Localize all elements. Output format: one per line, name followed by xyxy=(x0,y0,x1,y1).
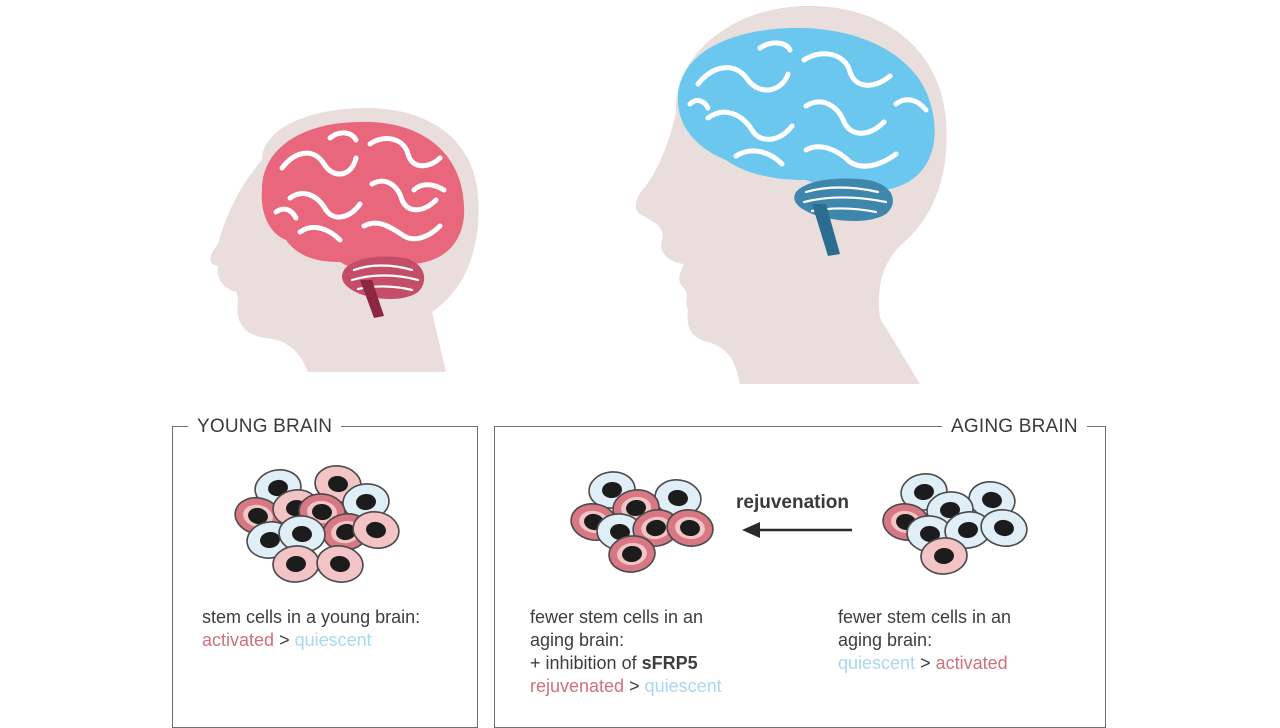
aging-brain xyxy=(677,27,935,256)
treated-caption: fewer stem cells in an aging brain: + in… xyxy=(530,606,722,698)
heads-illustration xyxy=(210,5,947,385)
greater-than: > xyxy=(279,630,290,650)
activated-cell xyxy=(316,545,364,583)
sfrp5-term: sFRP5 xyxy=(641,653,698,673)
term-rejuvenated: rejuvenated xyxy=(530,676,625,696)
untreated-caption-line2: aging brain: xyxy=(838,630,933,650)
aging-stem-cell-cluster xyxy=(882,473,1028,575)
young-stem-cell-cluster xyxy=(234,465,400,583)
inhibition-prefix: + inhibition of xyxy=(530,653,642,673)
activated-cell xyxy=(920,537,968,575)
term-quiescent: quiescent xyxy=(838,653,916,673)
untreated-caption-ratio: quiescent > activated xyxy=(838,652,1011,675)
treated-caption-line2: aging brain: xyxy=(530,630,625,650)
treated-caption-line3: + inhibition of sFRP5 xyxy=(530,652,722,675)
rejuvenated-stem-cell-cluster xyxy=(570,471,714,573)
treated-caption-line1: fewer stem cells in an xyxy=(530,607,704,627)
activated-cell xyxy=(352,511,400,549)
untreated-caption-line1: fewer stem cells in an xyxy=(838,607,1012,627)
greater-than: > xyxy=(920,653,931,673)
term-activated: activated xyxy=(202,630,275,650)
activated-cell xyxy=(608,535,656,573)
cell-clusters xyxy=(234,465,1028,583)
activated-cell xyxy=(272,545,320,583)
young-caption-ratio: activated > quiescent xyxy=(202,629,420,652)
treated-caption-ratio: rejuvenated > quiescent xyxy=(530,675,722,698)
activated-cell xyxy=(632,509,680,547)
activated-cell xyxy=(666,509,714,547)
activated-cell xyxy=(234,496,282,536)
untreated-caption: fewer stem cells in an aging brain: quie… xyxy=(838,606,1011,675)
greater-than: > xyxy=(629,676,640,696)
term-quiescent: quiescent xyxy=(644,676,722,696)
aging-brain-title: AGING BRAIN xyxy=(942,416,1087,438)
young-brain xyxy=(261,121,465,318)
young-brain-title: YOUNG BRAIN xyxy=(188,416,342,438)
quiescent-cell xyxy=(980,509,1028,547)
rejuvenation-label: rejuvenation xyxy=(736,492,849,513)
quiescent-cell xyxy=(342,483,390,521)
rejuvenation-arrow-icon xyxy=(742,522,852,538)
quiescent-cell xyxy=(944,511,992,549)
quiescent-cell xyxy=(654,479,702,517)
young-caption-line1: stem cells in a young brain: xyxy=(202,607,421,627)
term-activated: activated xyxy=(935,653,1008,673)
young-caption: stem cells in a young brain: activated >… xyxy=(202,606,420,652)
term-quiescent: quiescent xyxy=(294,630,372,650)
